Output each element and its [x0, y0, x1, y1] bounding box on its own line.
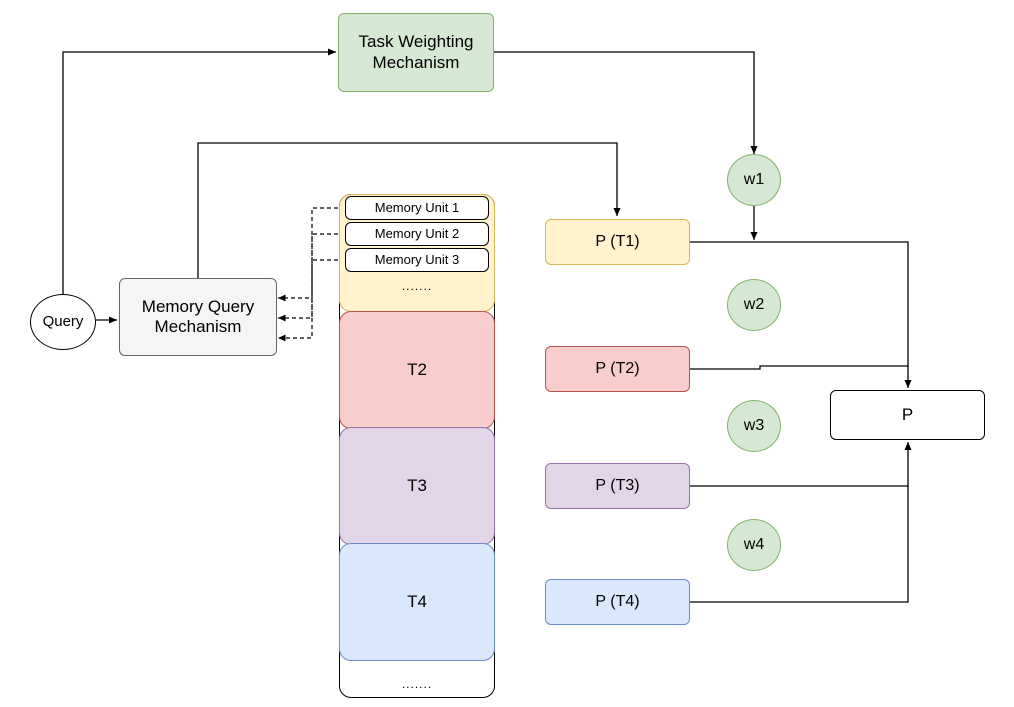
- memory-unit-3-label: Memory Unit 3: [374, 252, 460, 268]
- weight-w3: w3: [727, 400, 781, 452]
- edge-p-t1-to-p: [690, 241, 912, 388]
- weight-w2: w2: [727, 279, 781, 331]
- weight-w1: w1: [727, 154, 781, 206]
- prediction-p-t4: P (T4): [545, 579, 690, 625]
- prediction-p-t2: P (T2): [545, 346, 690, 392]
- memory-query-mechanism: Memory Query Mechanism: [119, 278, 277, 356]
- output-p: P: [830, 390, 985, 440]
- prediction-p-t4-label: P (T4): [595, 593, 640, 611]
- edge-memory-query-to-p-t1: [197, 142, 621, 278]
- stack-ellipsis: .......: [401, 676, 433, 691]
- prediction-p-t3-label: P (T3): [595, 477, 640, 495]
- edge-query-to-task-weighting: [62, 48, 336, 294]
- weight-w4-label: w4: [743, 536, 765, 554]
- memory-unit-1: Memory Unit 1: [345, 196, 489, 220]
- prediction-p-t1-label: P (T1): [595, 233, 640, 251]
- memory-query-label: Memory Query Mechanism: [141, 296, 255, 336]
- task-block-t3: T3: [339, 427, 495, 545]
- prediction-p-t2-label: P (T2): [595, 360, 640, 378]
- task-block-t2: T2: [339, 311, 495, 429]
- weight-w1-label: w1: [743, 171, 765, 189]
- task-t2-label: T2: [407, 359, 427, 379]
- weight-w4: w4: [727, 519, 781, 571]
- task-weighting-label: Task Weighting Mechanism: [358, 32, 474, 72]
- prediction-p-t1: P (T1): [545, 219, 690, 265]
- weight-w2-label: w2: [743, 296, 765, 314]
- memory-unit-2-label: Memory Unit 2: [374, 226, 460, 242]
- prediction-p-t3: P (T3): [545, 463, 690, 509]
- edge-p-t4-to-p: [690, 442, 912, 603]
- query-label: Query: [42, 313, 84, 330]
- query-node: Query: [30, 294, 96, 350]
- task-t4-label: T4: [407, 591, 427, 611]
- memory-unit-3: Memory Unit 3: [345, 248, 489, 272]
- t1-ellipsis: .......: [401, 278, 433, 293]
- memory-unit-2: Memory Unit 2: [345, 222, 489, 246]
- task-t3-label: T3: [407, 475, 427, 495]
- edge-task-weighting-to-w1: [494, 51, 758, 154]
- task-block-t4: T4: [339, 543, 495, 661]
- edge-memory-units-to-memory-query: [278, 207, 345, 342]
- memory-unit-1-label: Memory Unit 1: [374, 200, 460, 216]
- edge-p-t2-to-p: [690, 365, 908, 370]
- weight-w3-label: w3: [743, 417, 765, 435]
- task-weighting-mechanism: Task Weighting Mechanism: [338, 13, 494, 92]
- output-p-label: P: [901, 404, 914, 424]
